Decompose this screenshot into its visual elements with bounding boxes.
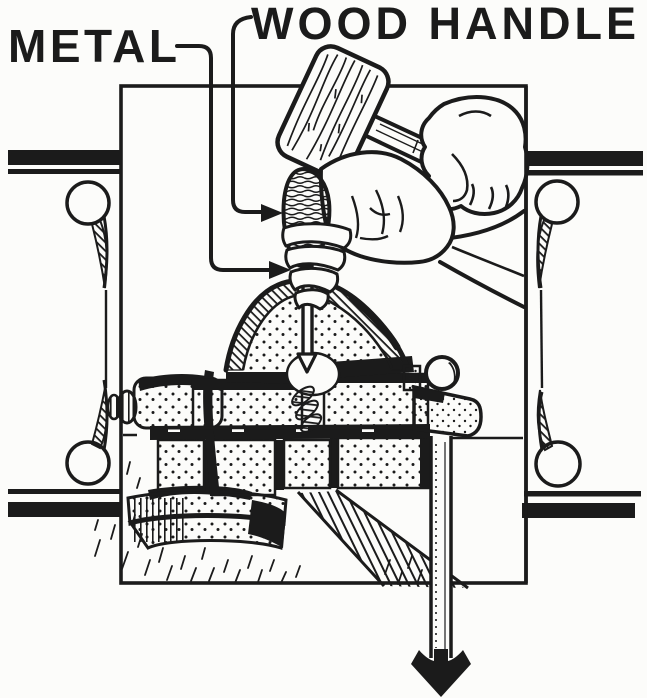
vise-handle-rod bbox=[429, 436, 453, 658]
arrowhead-wood-handle-icon bbox=[261, 204, 283, 222]
scroll-bracket-top-left-icon bbox=[65, 180, 111, 388]
bench-vise-icon bbox=[106, 278, 483, 550]
leader-line-wood-handle bbox=[231, 15, 264, 214]
rail-top-right-thin bbox=[526, 170, 643, 176]
rail-top-left bbox=[8, 150, 121, 165]
wrapping-fingers bbox=[281, 222, 353, 311]
vise-body bbox=[156, 436, 432, 497]
scroll-bracket-top-right-icon bbox=[534, 179, 580, 389]
mallet-grain bbox=[286, 54, 379, 169]
label-wood-handle: WOOD HANDLE bbox=[251, 0, 640, 49]
hand-back-creases bbox=[350, 189, 404, 241]
hand-creases bbox=[451, 110, 510, 210]
forearm-line-upper bbox=[451, 245, 525, 278]
leader-line-metal bbox=[175, 44, 272, 272]
rail-bottom-left bbox=[8, 502, 121, 517]
arrowhead-metal-icon bbox=[269, 261, 291, 279]
base-shadow bbox=[248, 500, 286, 548]
scroll-bracket-bottom-right-icon bbox=[534, 389, 582, 488]
label-metal: METAL bbox=[8, 20, 181, 72]
rail-bottom-left-thin bbox=[8, 489, 121, 494]
base-hatch bbox=[132, 498, 188, 542]
bench-rails bbox=[8, 150, 643, 518]
leader-lines bbox=[175, 15, 272, 272]
rail-top-left-thin bbox=[8, 169, 121, 174]
board-edge-shading bbox=[299, 491, 464, 588]
scroll-brackets bbox=[65, 179, 582, 488]
forearm-line bbox=[438, 260, 526, 309]
arch-shadow bbox=[348, 294, 401, 351]
rail-top-right bbox=[526, 151, 643, 166]
spring-curls bbox=[291, 385, 323, 433]
rail-bottom-right-thin bbox=[524, 491, 641, 497]
chisel-tip bbox=[296, 352, 318, 374]
scroll-bracket-bottom-left-icon bbox=[65, 379, 111, 486]
tommy-bar-handle-icon bbox=[402, 355, 483, 438]
wood-mallet-icon bbox=[275, 44, 465, 180]
chisel-hand-icon bbox=[281, 150, 526, 374]
mallet-head bbox=[275, 44, 391, 180]
down-motion-arrow-icon bbox=[411, 649, 471, 697]
rail-bottom-right bbox=[522, 503, 635, 518]
